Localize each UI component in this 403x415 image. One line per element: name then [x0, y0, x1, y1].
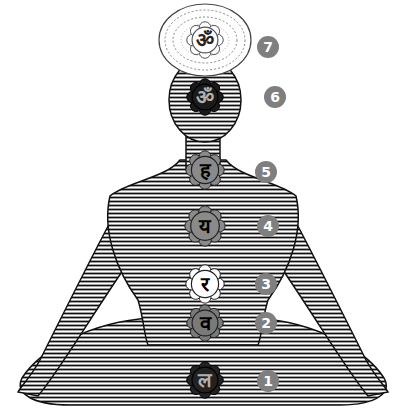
callout-number: 1: [257, 370, 279, 392]
lotus-core: [192, 367, 218, 393]
chakra-symbol: ॐ: [186, 78, 224, 116]
chakra-symbol: ॐ: [186, 21, 224, 59]
lotus-core: [192, 310, 218, 336]
lotus-core: [191, 270, 218, 297]
lotus-core: [192, 84, 218, 110]
bija-syllable: ह: [200, 160, 211, 180]
chakra-symbol: ल: [186, 361, 224, 399]
callout-number: 3: [255, 273, 277, 295]
bija-syllable: र: [201, 274, 209, 294]
callout-number: 7: [257, 36, 279, 58]
chakra-symbol: ह: [185, 150, 225, 190]
chakra-symbol: व: [186, 304, 224, 342]
bija-syllable: ॐ: [196, 30, 214, 50]
lotus-core: [192, 27, 218, 53]
callout-number: 5: [255, 161, 277, 183]
bija-syllable: व: [200, 313, 211, 333]
callout-number: 6: [264, 86, 286, 108]
callout-number: 4: [257, 215, 279, 237]
bija-syllable: ल: [198, 370, 212, 390]
lotus-core: [191, 156, 218, 183]
lotus-core: [191, 212, 220, 241]
bija-syllable: ॐ: [196, 87, 214, 107]
chakra-symbol: र: [185, 264, 225, 304]
callout-number: 2: [255, 312, 277, 334]
chakra-symbol: य: [184, 205, 226, 247]
bija-syllable: य: [199, 216, 211, 236]
